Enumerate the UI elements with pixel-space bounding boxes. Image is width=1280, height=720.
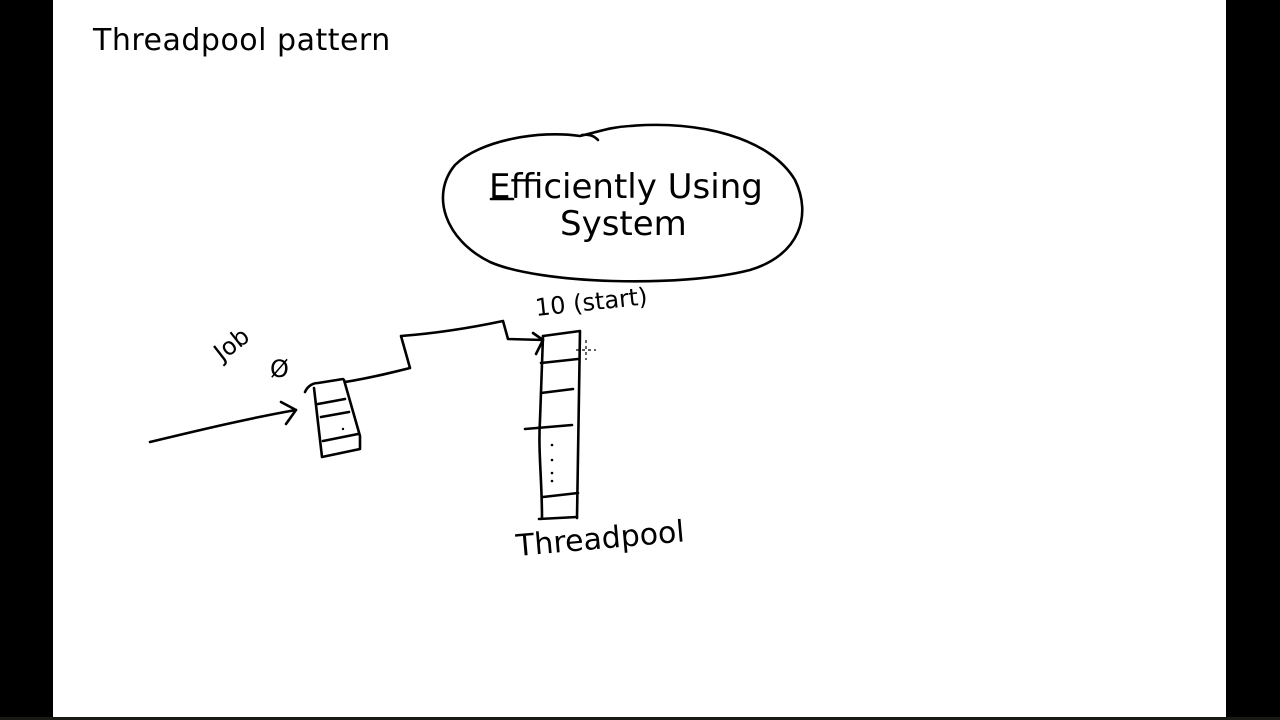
- dispatch-line: [343, 319, 545, 384]
- bubble-line-2: System: [560, 204, 687, 244]
- queue-box: [303, 377, 362, 459]
- arrow-line: [148, 408, 298, 444]
- whiteboard-canvas: [53, 0, 1226, 717]
- ellipsis-dot: [550, 458, 554, 462]
- job-queue: [303, 377, 362, 459]
- threadpool-count-label: 10 (start): [534, 282, 649, 322]
- queue-dot: [341, 427, 345, 431]
- goal-bubble: Efficiently Using System: [441, 123, 804, 283]
- thread-slot-last: [541, 491, 580, 499]
- queue-slot-3: [321, 432, 360, 443]
- thread-slot-1: [539, 357, 580, 365]
- bottom-edge: [0, 717, 1280, 720]
- threadpool-column: [523, 329, 582, 521]
- ellipsis-dot: [550, 471, 554, 475]
- dispatch-arrow: [343, 319, 545, 384]
- thread-slot-3: [523, 423, 574, 431]
- incoming-job-arrow: [148, 400, 298, 444]
- threadpool-left-edge: [538, 334, 545, 520]
- bubble-outline: [441, 123, 804, 283]
- ellipsis-dot: [550, 479, 554, 483]
- threadpool-right-edge: [541, 329, 582, 520]
- queue-slot-2: [319, 410, 351, 419]
- queue-slot-1: [316, 397, 347, 406]
- bubble-line-1: Efficiently Using: [489, 167, 763, 207]
- bubble-tail: [580, 133, 600, 142]
- threadpool-label: Threadpool: [514, 514, 686, 564]
- job-symbol: Ø: [270, 355, 289, 383]
- job-label: Job: [207, 322, 255, 368]
- page-title: Threadpool pattern: [92, 23, 391, 58]
- thread-slot-2: [539, 387, 575, 395]
- ellipsis-dot: [550, 443, 554, 447]
- threadpool-bottom: [537, 515, 579, 521]
- arrow-head-icon: [279, 400, 298, 426]
